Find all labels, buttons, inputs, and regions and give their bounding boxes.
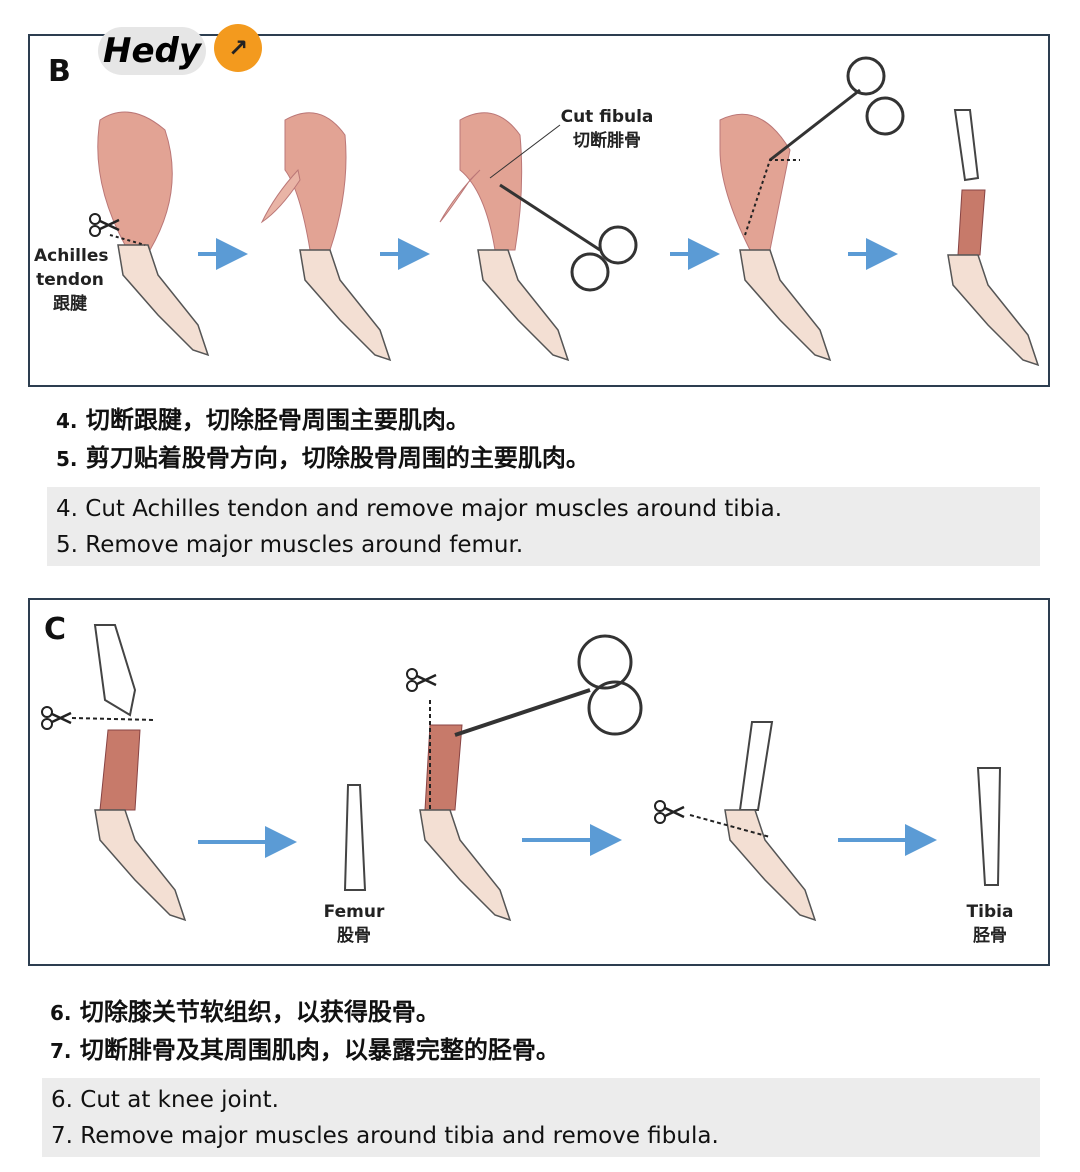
panel-b-label: B: [48, 54, 71, 89]
arrows-c: [198, 824, 937, 858]
steps-b-en: 4. Cut Achilles tendon and remove major …: [47, 487, 1040, 566]
step-7-zh: 7. 切断腓骨及其周围肌肉，以暴露完整的胫骨。: [50, 1036, 560, 1064]
panel-c-label: C: [44, 612, 67, 647]
leg-c-3: [653, 721, 816, 921]
panel-b: [28, 34, 1050, 387]
panel-c: [28, 598, 1050, 966]
arrow-up-right-icon[interactable]: ↗: [214, 24, 262, 72]
leg-step-5: [947, 109, 1039, 366]
tibia-bone: [976, 767, 1002, 886]
leg-step-3: [439, 112, 638, 361]
femur-bone: [343, 784, 367, 891]
step-5-zh: 5. 剪刀贴着股骨方向，切除股骨周围的主要肌肉。: [56, 444, 590, 472]
hedy-logo: Hedy: [98, 27, 206, 75]
leg-step-2: [260, 112, 391, 361]
leg-step-1: [88, 111, 209, 356]
leg-c-1: [40, 624, 186, 921]
leg-c-2: [405, 634, 643, 921]
step-6-zh: 6. 切除膝关节软组织，以获得股骨。: [50, 998, 440, 1026]
leg-step-4: [719, 56, 905, 361]
steps-c-en: 6. Cut at knee joint.7. Remove major mus…: [42, 1078, 1040, 1157]
step-4-zh: 4. 切断跟腱，切除胫骨周围主要肌肉。: [56, 406, 470, 434]
